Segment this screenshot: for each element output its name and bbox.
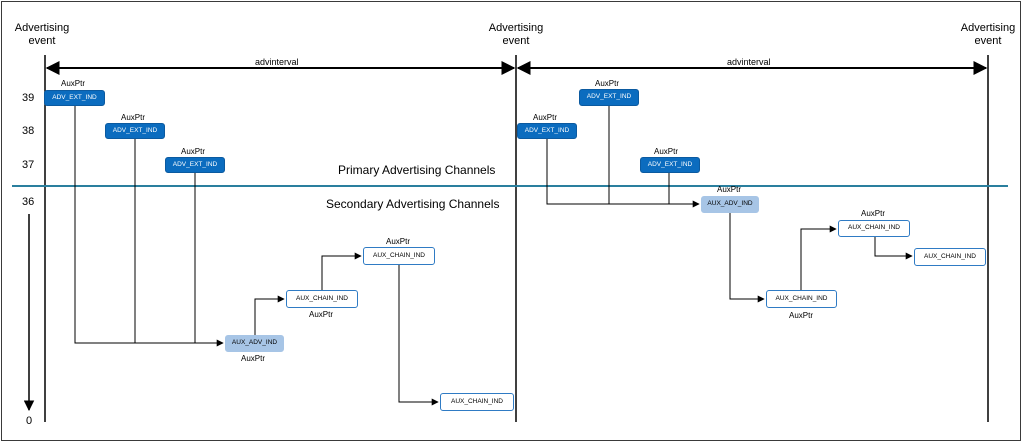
- aux-chain-ind-packet: AUX_CHAIN_IND: [286, 290, 358, 308]
- connector-r5: [800, 225, 837, 290]
- primary-channels-label: Primary Advertising Channels: [338, 163, 496, 177]
- auxptr-label: AuxPtr: [861, 209, 886, 218]
- auxptr-label: AuxPtr: [61, 79, 86, 88]
- adv-ext-ind-packet: ADV_EXT_IND: [579, 89, 639, 106]
- event-label-1: Advertising event: [14, 22, 70, 47]
- aux-chain-ind-packet: AUX_CHAIN_IND: [766, 290, 837, 308]
- auxptr-label: AuxPtr: [241, 354, 266, 363]
- channel-39-label: 39: [22, 92, 35, 104]
- auxptr-label: AuxPtr: [386, 237, 411, 246]
- channel-36-label: 36: [22, 196, 35, 208]
- auxptr-label: AuxPtr: [595, 79, 620, 88]
- adv-ext-ind-packet: ADV_EXT_IND: [517, 123, 577, 139]
- auxptr-label: AuxPtr: [717, 185, 742, 194]
- event-label-3: Advertising event: [960, 22, 1016, 47]
- connector-l1: [74, 106, 223, 344]
- channel-38-label: 38: [22, 125, 35, 137]
- channel-37-label: 37: [22, 159, 35, 171]
- advinterval-label-2: advinterval: [727, 57, 771, 67]
- adv-ext-ind-packet: ADV_EXT_IND: [44, 90, 105, 106]
- connector-l5: [321, 252, 362, 290]
- auxptr-label: AuxPtr: [309, 310, 334, 319]
- auxptr-label: AuxPtr: [654, 147, 679, 156]
- auxptr-label: AuxPtr: [121, 113, 146, 122]
- time-zero-label: 0: [26, 415, 33, 427]
- auxptr-label: AuxPtr: [789, 311, 814, 320]
- aux-chain-ind-packet: AUX_CHAIN_IND: [914, 248, 986, 266]
- adv-ext-ind-packet: ADV_EXT_IND: [105, 123, 165, 139]
- auxptr-label: AuxPtr: [181, 147, 206, 156]
- connector-l4: [254, 295, 285, 335]
- connector-l6: [398, 265, 439, 406]
- auxptr-label: AuxPtr: [533, 113, 558, 122]
- connector-r6: [874, 237, 913, 260]
- adv-ext-ind-packet: ADV_EXT_IND: [640, 157, 700, 173]
- secondary-channels-label: Secondary Advertising Channels: [326, 197, 500, 211]
- connector-r4: [729, 212, 765, 303]
- aux-chain-ind-packet: AUX_CHAIN_IND: [838, 220, 910, 237]
- adv-ext-ind-packet: ADV_EXT_IND: [165, 157, 225, 173]
- aux-chain-ind-packet: AUX_CHAIN_IND: [440, 393, 514, 411]
- aux-chain-ind-packet: AUX_CHAIN_IND: [363, 247, 435, 265]
- connector-r1: [546, 139, 700, 208]
- advinterval-label-1: advinterval: [255, 57, 299, 67]
- aux-adv-ind-packet: AUX_ADV_IND: [225, 335, 284, 352]
- event-label-2: Advertising event: [488, 22, 544, 47]
- aux-adv-ind-packet: AUX_ADV_IND: [701, 196, 759, 213]
